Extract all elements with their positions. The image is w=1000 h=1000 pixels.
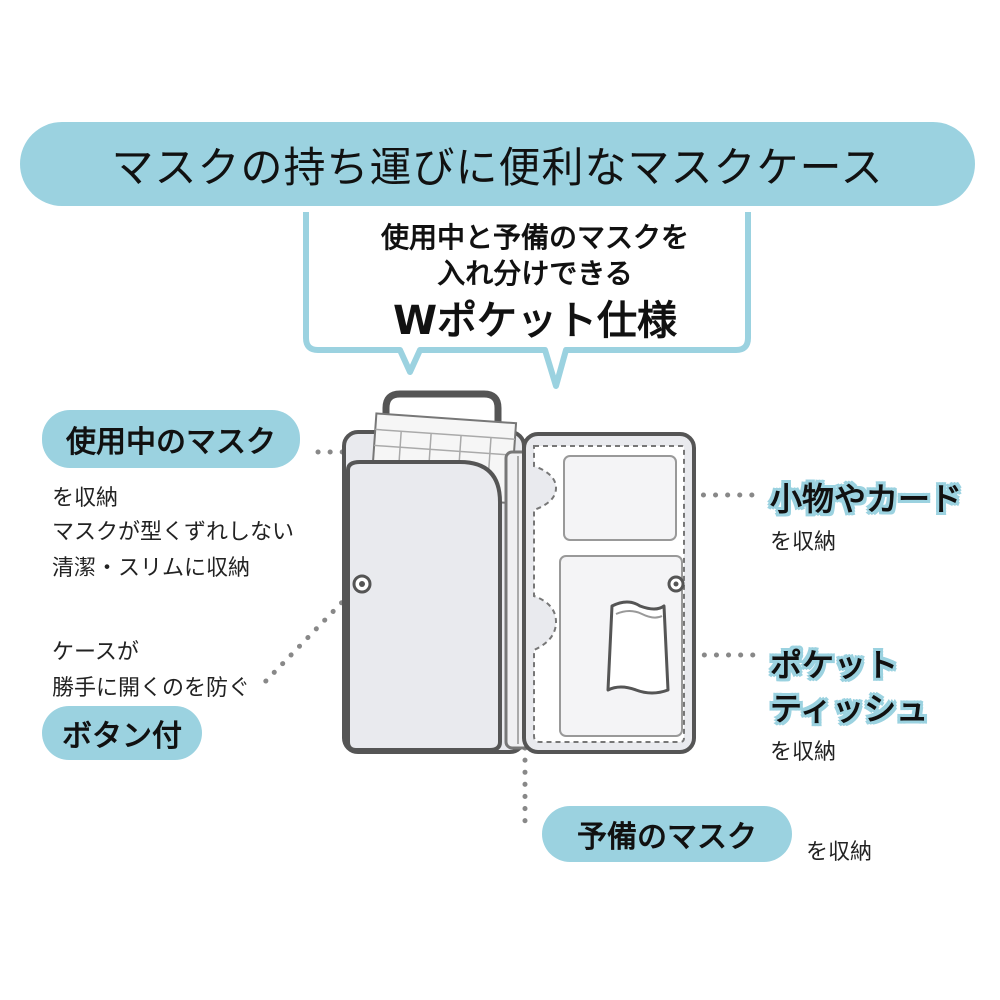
label-in-use-text-1: を収納 xyxy=(52,486,119,511)
label-card-text: を収納 xyxy=(770,530,837,555)
case-handle xyxy=(382,390,502,440)
snap-button xyxy=(352,574,372,594)
dotted-connectors xyxy=(259,449,765,831)
label-in-use-mask: 使用中のマスク xyxy=(42,410,300,468)
label-in-use-text-3: 清潔・スリムに収納 xyxy=(52,556,251,581)
label-button: ボタン付 xyxy=(42,706,202,760)
label-tissue-1: ポケット xyxy=(770,646,899,684)
front-pocket xyxy=(346,460,502,752)
label-card: 小物やカード xyxy=(770,480,963,518)
label-spare-text: を収納 xyxy=(806,840,873,865)
label-tissue-2: ティッシュ xyxy=(770,690,929,728)
callout-line-1: 使用中と予備のマスクを xyxy=(380,221,689,254)
page-title: マスクの持ち運びに便利なマスクケース xyxy=(111,142,884,192)
label-tissue-text: を収納 xyxy=(770,740,837,765)
card-pocket xyxy=(563,455,677,541)
label-button-text-1: ケースが xyxy=(52,640,139,665)
title-banner: マスクの持ち運びに便利なマスクケース xyxy=(20,122,975,206)
pocket-tissue xyxy=(606,600,670,695)
callout-bubble xyxy=(303,212,751,389)
callout-line-2: 入れ分けできる xyxy=(437,257,633,290)
callout-headline: Wポケット仕様 xyxy=(392,298,678,344)
connector-button xyxy=(259,591,353,688)
snap-button-receiver xyxy=(667,575,685,593)
label-spare-mask: 予備のマスク xyxy=(542,806,792,862)
label-in-use-text-2: マスクが型くずれしない xyxy=(52,520,295,545)
label-button-text-2: 勝手に開くのを防ぐ xyxy=(52,676,251,701)
